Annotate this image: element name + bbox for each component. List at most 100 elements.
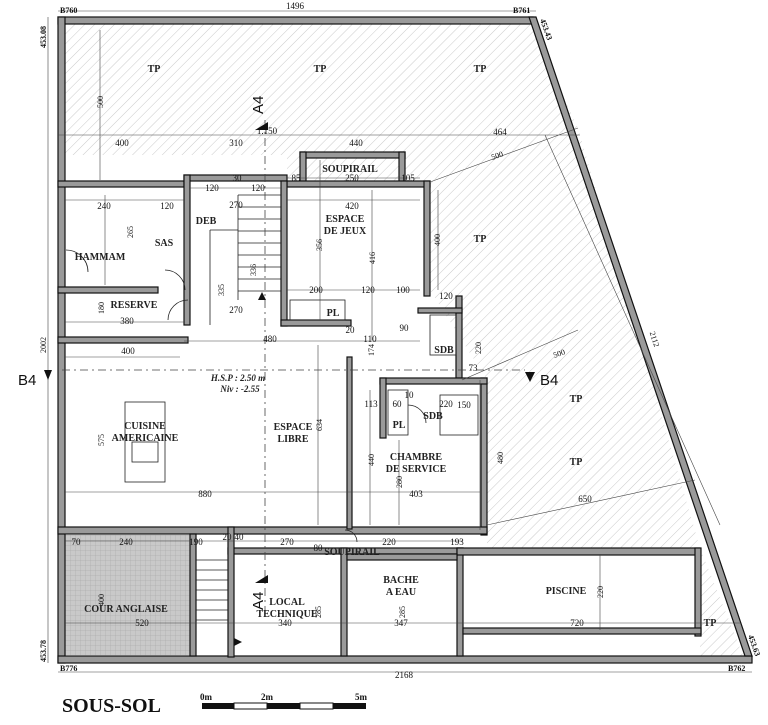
dim-105: 105 bbox=[401, 173, 415, 183]
dim-650: 650 bbox=[578, 494, 592, 504]
dim-v-500: 500 bbox=[96, 96, 105, 108]
label-cour-anglaise: COUR ANGLAISE bbox=[84, 604, 168, 615]
level-arrow bbox=[258, 292, 266, 300]
dim-220: 220 bbox=[439, 399, 453, 409]
wall-bache-right bbox=[456, 547, 464, 657]
wall-sep-bottom bbox=[57, 526, 488, 535]
scale-bar bbox=[202, 702, 366, 710]
label-hammam: HAMMAM bbox=[75, 252, 126, 263]
pl-closet-1 bbox=[289, 299, 346, 321]
dim-440: 440 bbox=[349, 138, 363, 148]
label-sdb-1: SDB bbox=[434, 345, 454, 356]
axis-a4-mark-top bbox=[255, 122, 268, 130]
dim-347: 347 bbox=[394, 618, 408, 628]
dim-2168: 2168 bbox=[395, 670, 414, 680]
level-left-top: 453.08 bbox=[39, 26, 48, 48]
dim-270: 270 bbox=[229, 200, 243, 210]
wall-chambre-side bbox=[346, 356, 353, 530]
dim-70: 70 bbox=[72, 537, 82, 547]
level-left-bottom: 453.78 bbox=[39, 640, 48, 662]
dim-v-400: 400 bbox=[97, 594, 106, 606]
dim-120: 120 bbox=[361, 285, 375, 295]
scale-label: 5m bbox=[355, 692, 368, 702]
dim-10: 10 bbox=[405, 390, 415, 400]
label-tp: TP bbox=[314, 64, 327, 75]
dim-v-335: 335 bbox=[217, 284, 226, 296]
dim-v-280: 280 bbox=[395, 476, 404, 488]
dim-2112: 2112 bbox=[648, 330, 661, 348]
dim-270: 270 bbox=[229, 305, 243, 315]
sdb2-fixtures bbox=[439, 394, 479, 436]
tp-zone-right bbox=[430, 128, 700, 548]
dim-464: 464 bbox=[493, 127, 507, 137]
dim-v-285: 285 bbox=[398, 606, 407, 618]
dim-v-575: 575 bbox=[97, 434, 106, 446]
wall-bache-top bbox=[346, 553, 458, 561]
dim-v-480: 480 bbox=[496, 452, 505, 464]
plan-title: SOUS-SOL bbox=[62, 695, 161, 717]
dim-400: 400 bbox=[121, 346, 135, 356]
label-tp: TP bbox=[570, 457, 583, 468]
wall-pool-right bbox=[694, 547, 702, 637]
pool-outline bbox=[462, 554, 699, 634]
dim-v-220: 220 bbox=[596, 586, 605, 598]
dim-500: 500 bbox=[552, 347, 566, 360]
dim-200: 200 bbox=[309, 285, 323, 295]
dim-880: 880 bbox=[198, 489, 212, 499]
cuisine-island bbox=[124, 401, 166, 483]
label-pl-1: PL bbox=[327, 308, 340, 319]
label-bache-1: BACHE bbox=[383, 575, 419, 586]
axis-label-b4-left: B4 bbox=[18, 372, 36, 389]
wall-stair-left bbox=[183, 174, 191, 326]
door-swings bbox=[65, 249, 427, 543]
dim-80: 80 bbox=[314, 543, 324, 553]
dim-85: 85 bbox=[292, 173, 302, 183]
label-soupirail-bottom: SOUPIRAIL bbox=[324, 547, 380, 558]
dim-v-440: 440 bbox=[367, 454, 376, 466]
dim-90: 90 bbox=[400, 323, 410, 333]
label-local-2: TECHNIQUE bbox=[256, 609, 317, 620]
label-chambre-2: DE SERVICE bbox=[386, 464, 447, 475]
dim-400: 400 bbox=[115, 138, 129, 148]
wall-ch-top bbox=[379, 377, 488, 385]
dim-720: 720 bbox=[570, 618, 584, 628]
dim-190: 190 bbox=[189, 537, 203, 547]
wall-outer-bottom bbox=[57, 655, 753, 664]
corner-b760: B760 bbox=[60, 6, 77, 15]
dim-403: 403 bbox=[409, 489, 423, 499]
dim-30: 30 bbox=[233, 173, 243, 183]
wall-local-right bbox=[340, 547, 348, 657]
corner-b761: B761 bbox=[513, 6, 530, 15]
label-sas: SAS bbox=[155, 238, 174, 249]
dim-250: 250 bbox=[345, 173, 359, 183]
dim-380: 380 bbox=[120, 316, 134, 326]
dim-113: 113 bbox=[364, 399, 378, 409]
dim-100: 100 bbox=[396, 285, 410, 295]
dim-20: 20 bbox=[223, 532, 233, 542]
label-espace-jeux-2: DE JEUX bbox=[324, 226, 367, 237]
wall-basement-top-left bbox=[57, 180, 185, 188]
stairs-cour bbox=[196, 559, 228, 621]
dim-150: 150 bbox=[457, 400, 471, 410]
wall-soupirail bbox=[299, 151, 406, 159]
dim-500: 500 bbox=[490, 149, 504, 162]
dim-v-416: 416 bbox=[368, 252, 377, 264]
dim-73: 73 bbox=[469, 363, 479, 373]
label-deb: DEB bbox=[196, 216, 217, 227]
wall-sdb-top bbox=[417, 307, 463, 314]
wall-soupirail-left bbox=[299, 151, 307, 186]
level-hsp: H.S.P : 2.50 m bbox=[210, 373, 265, 383]
dim-120: 120 bbox=[205, 183, 219, 193]
cour-arrow bbox=[234, 638, 242, 646]
tp-zone-corner bbox=[700, 548, 745, 660]
dim-420: 420 bbox=[345, 201, 359, 211]
dim-2002: 2002 bbox=[39, 337, 48, 353]
label-espace-libre-1: ESPACE bbox=[274, 422, 313, 433]
dim-520: 520 bbox=[135, 618, 149, 628]
label-tp: TP bbox=[148, 64, 161, 75]
axis-label-a4-bottom: A4 bbox=[250, 592, 267, 610]
label-reserve: RESERVE bbox=[111, 300, 158, 311]
dim-60: 60 bbox=[393, 399, 403, 409]
dim-20: 20 bbox=[346, 325, 356, 335]
